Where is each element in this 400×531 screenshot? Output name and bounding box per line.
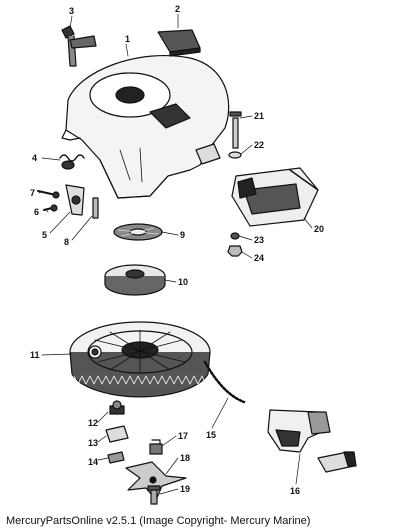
pin <box>92 197 99 219</box>
rope-guide <box>231 167 319 227</box>
callout-6: 6 <box>34 207 39 217</box>
callout-22: 22 <box>254 140 264 150</box>
friction-plate <box>113 223 163 241</box>
callout-9: 9 <box>180 230 185 240</box>
callout-4: 4 <box>32 153 37 163</box>
callout-13: 13 <box>88 438 98 448</box>
copyright-footer: MercuryPartsOnline v2.5.1 (Image Copyrig… <box>6 515 311 527</box>
bolt-top <box>229 111 242 149</box>
callout-8: 8 <box>64 237 69 247</box>
callout-17: 17 <box>178 431 188 441</box>
clip-spring <box>107 451 125 464</box>
callout-14: 14 <box>88 457 98 467</box>
spring-housing <box>104 264 166 296</box>
callout-16: 16 <box>290 486 300 496</box>
bolt-bottom <box>147 485 161 505</box>
pawl <box>65 184 85 216</box>
callout-2: 2 <box>175 4 180 14</box>
callout-11: 11 <box>30 350 40 360</box>
washer <box>228 151 242 159</box>
starter-housing <box>61 54 230 199</box>
drive-plate <box>125 461 187 501</box>
screw-small-1 <box>37 190 60 199</box>
callout-7: 7 <box>30 188 35 198</box>
pulley <box>69 321 211 398</box>
callout-21: 21 <box>254 111 264 121</box>
leader-lines <box>37 13 313 495</box>
rope-handle <box>267 409 357 473</box>
callout-18: 18 <box>180 453 190 463</box>
starter-rope <box>203 360 246 404</box>
lock-washer <box>230 232 240 240</box>
callout-19: 19 <box>180 484 190 494</box>
callout-24: 24 <box>254 253 264 263</box>
nut <box>149 439 163 455</box>
callout-labels: 1 2 3 4 5 6 7 8 9 10 11 12 13 14 15 16 1… <box>30 4 324 496</box>
bracket <box>105 425 129 443</box>
callout-10: 10 <box>178 277 188 287</box>
callout-5: 5 <box>42 230 47 240</box>
callout-1: 1 <box>125 34 130 44</box>
cover-plate <box>157 29 201 57</box>
lever-handle <box>61 25 97 67</box>
callout-23: 23 <box>254 235 264 245</box>
callout-12: 12 <box>88 418 98 428</box>
screw-small-2 <box>43 204 58 212</box>
spring <box>59 154 85 170</box>
cam <box>109 400 125 415</box>
callout-3: 3 <box>69 6 74 16</box>
callout-20: 20 <box>314 224 324 234</box>
hex-nut <box>227 245 243 257</box>
callout-15: 15 <box>206 430 216 440</box>
